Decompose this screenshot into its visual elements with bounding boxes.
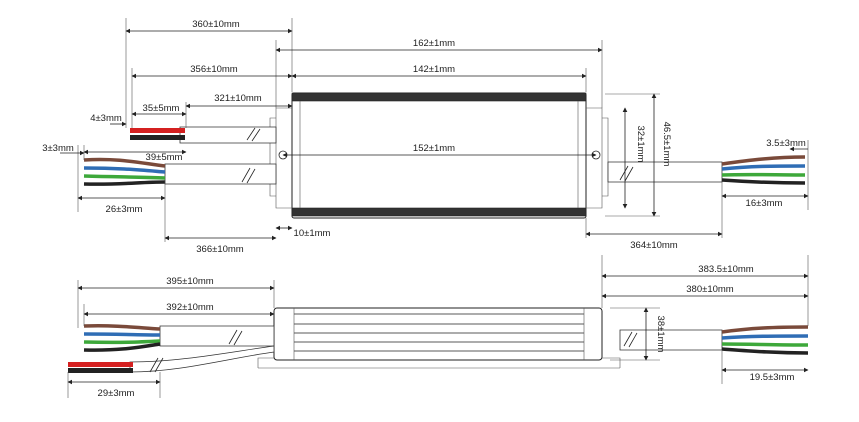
dim-360: 360±10mm xyxy=(192,19,240,30)
side-view-dimensions xyxy=(67,255,809,398)
top-left-dc-cable xyxy=(130,126,277,144)
dim-39: 39±5mm xyxy=(146,152,183,163)
dim-366: 366±10mm xyxy=(196,244,244,255)
dim-364: 364±10mm xyxy=(630,240,678,251)
dim-32: 32±1mm xyxy=(635,126,646,163)
dim-162: 162±1mm xyxy=(413,38,455,49)
dim-46-5: 46.5±1mm xyxy=(661,122,672,167)
dim-142: 142±1mm xyxy=(413,64,455,75)
dim-26: 26±3mm xyxy=(106,204,143,215)
red-wire-side xyxy=(68,362,133,367)
black-wire xyxy=(130,135,185,140)
dim-321: 321±10mm xyxy=(214,93,262,104)
dim-35: 35±5mm xyxy=(143,103,180,114)
side-left-dc-cable xyxy=(68,345,275,373)
dim-395: 395±10mm xyxy=(166,276,214,287)
top-left-ac-cable xyxy=(83,157,277,186)
dim-152: 152±1mm xyxy=(413,143,455,154)
dim-380: 380±10mm xyxy=(686,284,734,295)
dim-392: 392±10mm xyxy=(166,302,214,313)
dim-4: 4±3mm xyxy=(90,113,122,124)
dim-38: 38±1mm xyxy=(655,316,666,353)
dim-16: 16±3mm xyxy=(746,198,783,209)
top-view-dimensions xyxy=(60,18,809,242)
dim-383-5: 383.5±10mm xyxy=(698,264,753,275)
dim-3: 3±3mm xyxy=(42,143,74,154)
side-right-cable xyxy=(619,325,809,355)
dim-3-5: 3.5±3mm xyxy=(766,138,806,149)
dim-10: 10±1mm xyxy=(294,228,331,239)
red-wire xyxy=(130,128,185,133)
dim-19-5: 19.5±3mm xyxy=(750,372,795,383)
side-view-body xyxy=(257,307,621,369)
dim-29: 29±3mm xyxy=(98,388,135,399)
dim-356: 356±10mm xyxy=(190,64,238,75)
side-left-ac-cable xyxy=(83,324,275,352)
top-view-body xyxy=(269,92,609,219)
black-wire-side xyxy=(68,368,133,373)
